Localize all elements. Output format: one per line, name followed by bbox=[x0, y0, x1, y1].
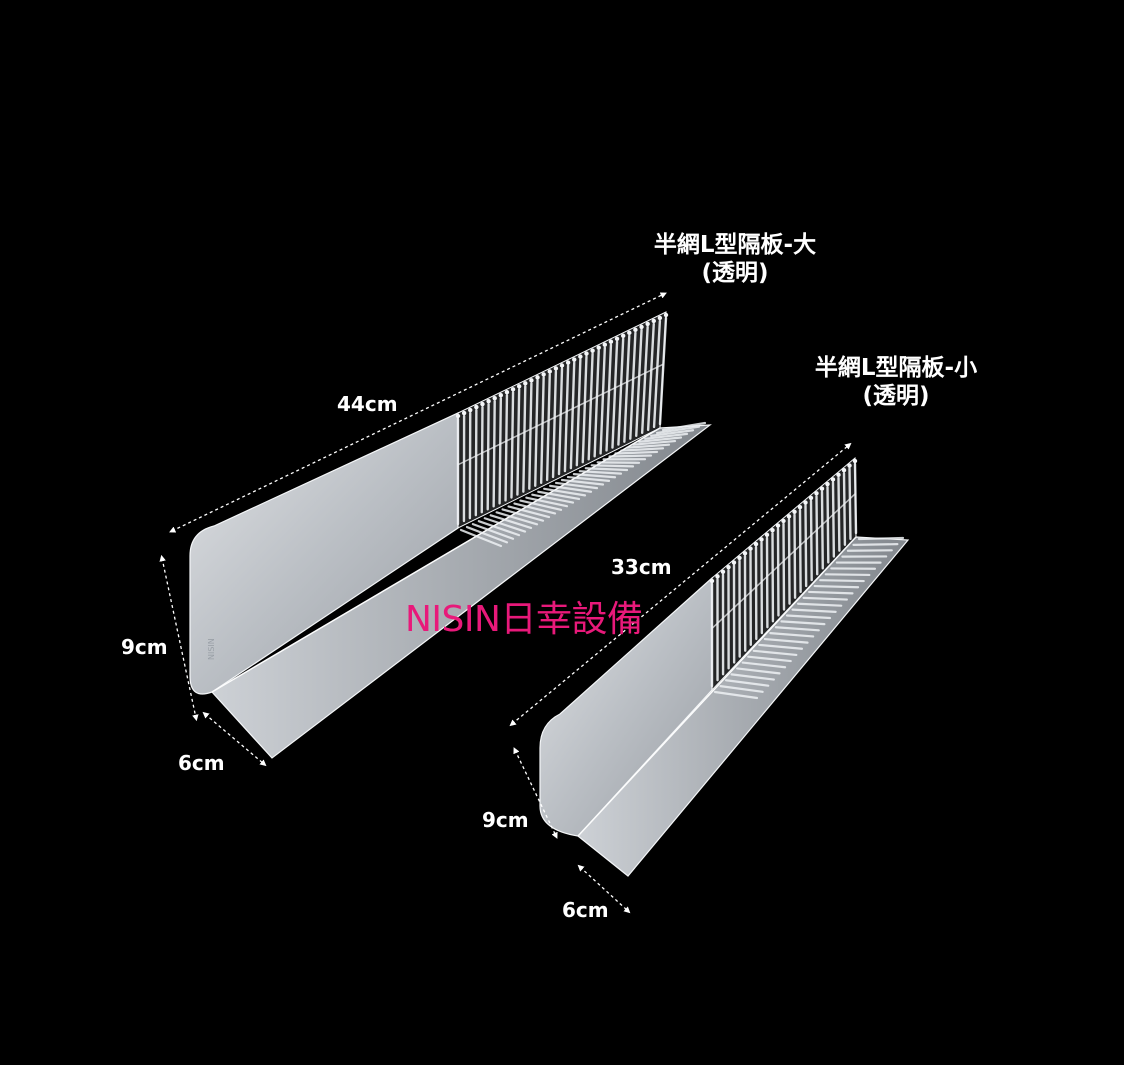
dim-label-small-length: 33cm bbox=[611, 555, 672, 579]
dim-label-large-height: 9cm bbox=[121, 635, 168, 659]
dim-line-small-height bbox=[513, 747, 558, 839]
dim-line-large-length bbox=[169, 292, 667, 533]
product-name-large: 半網L型隔板-大 bbox=[653, 232, 817, 258]
watermark: NISIN日幸設備 bbox=[405, 599, 643, 640]
dim-label-small-height: 9cm bbox=[482, 808, 529, 832]
divider-small bbox=[539, 456, 910, 877]
dim-line-large-depth bbox=[202, 711, 267, 767]
product-variant-small: (透明) bbox=[862, 382, 930, 409]
svg-text:NISIN: NISIN bbox=[207, 638, 216, 660]
product-title-large: 半網L型隔板-大 (透明) bbox=[620, 232, 850, 287]
dimension-lines bbox=[159, 292, 852, 914]
product-variant-large: (透明) bbox=[701, 259, 769, 286]
dim-line-small-depth bbox=[577, 864, 631, 914]
dim-label-large-depth: 6cm bbox=[178, 751, 225, 775]
product-name-small: 半網L型隔板-小 bbox=[814, 355, 978, 381]
dim-label-small-depth: 6cm bbox=[562, 898, 609, 922]
dim-label-large-length: 44cm bbox=[337, 392, 398, 416]
dim-line-small-length bbox=[509, 442, 852, 727]
product-title-small: 半網L型隔板-小 (透明) bbox=[785, 355, 1007, 410]
